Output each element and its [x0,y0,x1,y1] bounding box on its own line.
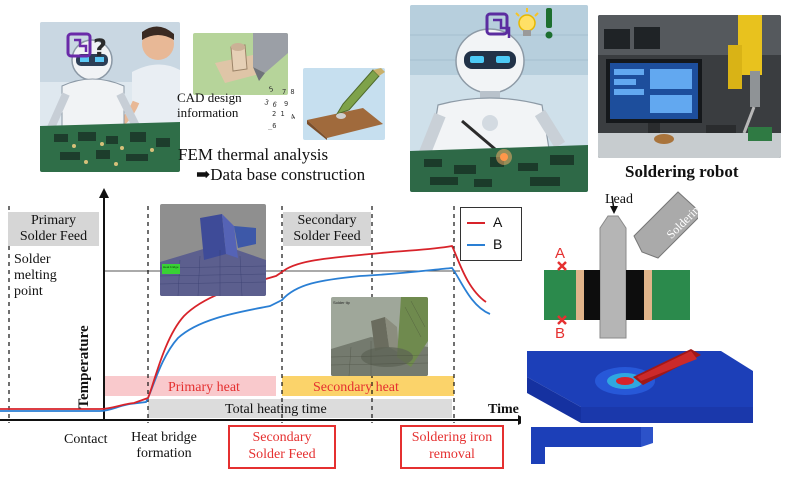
exclamation-icon [542,6,556,40]
database-label: ➡Data base construction [196,165,366,184]
primary-solder-feed-line2: Solder Feed [19,229,88,244]
melting-point-label: Solder melting point [14,252,94,300]
legend-label-a: A [493,214,503,230]
primary-solder-feed-label: Primary Solder Feed [8,212,99,246]
legend-label-b: B [493,236,503,252]
cad-model-image [193,33,288,95]
heat-bridge-line1: Heat bridge [131,430,197,445]
total-heating-band [148,399,452,418]
lead-label: Lead [605,192,633,207]
lead-shape [599,215,627,339]
workflow-icon [485,12,515,42]
cad-label: CAD design information [177,90,267,120]
legend-item-b: B [467,236,517,252]
fem-label: FEM thermal analysis [178,145,329,164]
total-heating-label: Total heating time [225,402,327,417]
point-b-label: B [555,325,566,342]
point-a-label: A [555,245,566,262]
secondary-solder-feed-event: Secondary Solder Feed [228,425,336,469]
secondary-feed-event-line2: Solder Feed [248,447,316,462]
soldering-iron-shape [633,191,703,259]
svg-text:9: 9 [284,100,288,108]
fem-mesh-image [303,68,385,140]
hole-left [584,270,600,320]
melting-point-line3: point [14,284,43,299]
secondary-mesh-inset: Solder tip [331,297,428,376]
secondary-feed-event-line1: Secondary [252,430,312,445]
legend: A B [460,207,522,261]
heat-bridge-tag: Heat bridge [163,265,179,269]
hole-right [626,270,644,320]
cad-label-line1: CAD design [177,90,242,105]
svg-text:3 6: 3 6 [263,98,277,109]
data-digits-decoration: 5 7 8 3 6 9 2 1 4 _6 [262,84,312,130]
contact-label: Contact [64,432,108,447]
melting-point-line1: Solder [14,252,51,267]
secondary-solder-feed-line1: Secondary [297,213,357,228]
svg-text:_6: _6 [268,122,276,130]
joint-schematic [538,188,703,343]
robot-human-illustration [40,22,180,172]
heat-bridge-formation-label: Heat bridge formation [122,430,206,462]
board-right [648,270,690,320]
melting-point-line2: melting [14,268,57,283]
svg-text:4: 4 [289,113,296,122]
primary-heat-label: Primary heat [168,380,240,395]
legend-swatch-b [467,244,485,246]
svg-text:2 1: 2 1 [272,110,285,118]
question-bubble-icon: ? [66,32,112,66]
svg-text:?: ? [93,34,107,62]
legend-item-a: A [467,214,517,230]
y-axis-arrow [99,188,109,198]
iron-removal-event: Soldering iron removal [400,425,504,469]
secondary-solder-feed-label: Secondary Solder Feed [283,212,371,246]
iron-removal-line1: Soldering iron [411,430,493,445]
soldering-robot-photo [598,15,781,158]
x-axis-label: Time [488,402,519,417]
secondary-heat-band [282,376,454,396]
thermal-simulation-image [521,347,753,464]
iron-removal-line2: removal [429,447,475,462]
y-axis-label: Temperature [76,325,92,409]
pad-right [644,270,652,320]
heat-bridge-mesh-inset: Heat bridge [160,204,266,296]
robot-label: Soldering robot [625,162,739,181]
svg-text:7 8: 7 8 [282,88,295,96]
curve-b [0,267,491,412]
secondary-heat-label: Secondary heat [313,380,399,395]
temperature-graph [0,188,530,428]
curve-a [0,244,487,410]
primary-solder-feed-line1: Primary [30,213,77,228]
secondary-solder-feed-line2: Solder Feed [293,229,361,244]
cad-label-line2: information [177,105,239,120]
board-left [544,270,580,320]
solder-tip-tag: Solder tip [333,300,350,305]
primary-heat-band [104,376,276,396]
robot-soldering-illustration [410,5,588,192]
svg-text:5: 5 [268,85,275,94]
lightbulb-icon [514,8,540,40]
pad-left [576,270,584,320]
legend-swatch-a [467,222,485,224]
heat-bridge-line2: formation [136,446,192,461]
